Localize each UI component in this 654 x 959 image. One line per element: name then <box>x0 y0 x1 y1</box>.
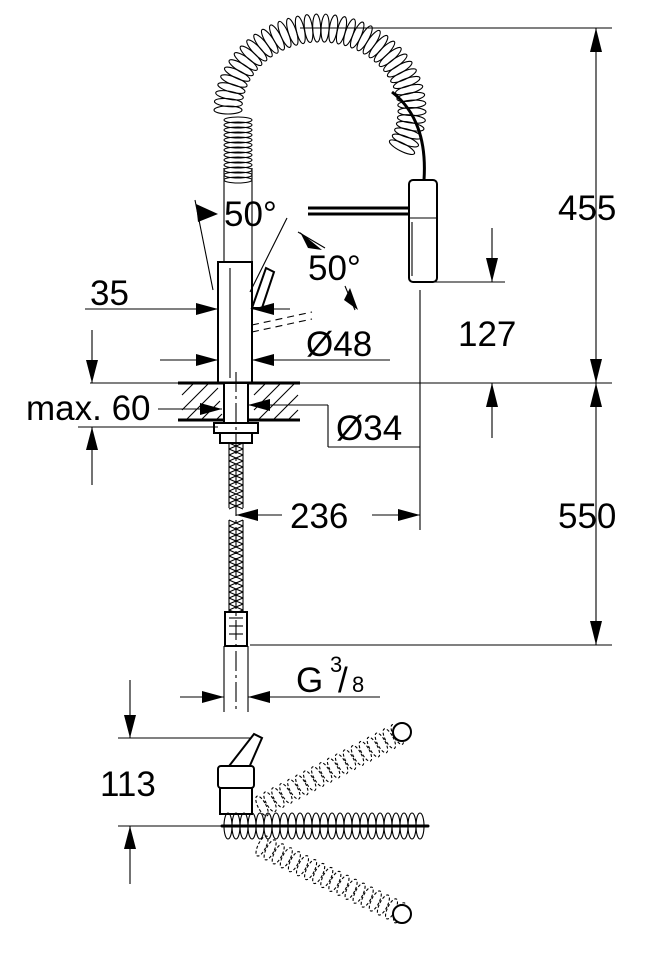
label-angle-top: 50° <box>224 195 277 234</box>
plan-arm-loop <box>342 749 357 771</box>
spring-loop <box>223 161 253 169</box>
plan-view <box>118 680 430 924</box>
right-dimension-lines <box>90 27 612 646</box>
spring-coil <box>213 13 427 184</box>
plan-arm-head <box>392 904 412 924</box>
label-236: 236 <box>290 497 348 536</box>
spring-loop <box>223 136 253 144</box>
label-thread-slash: / <box>338 661 348 700</box>
plan-arm-loop <box>350 745 365 766</box>
plan-coil-loop <box>415 812 425 840</box>
plan-arm-loop <box>295 774 309 796</box>
label-diameter-48: Ø48 <box>306 325 372 364</box>
braid-cross <box>228 484 244 492</box>
plan-arm-head <box>392 722 412 742</box>
plan-arm-loop <box>326 757 341 779</box>
plan-arm-loop <box>255 835 269 857</box>
label-max-60: max. 60 <box>26 389 151 428</box>
spring-loop <box>223 146 253 154</box>
plan-arm-loop <box>382 728 397 750</box>
plan-arm-loop <box>366 736 381 758</box>
spring-loop <box>223 126 253 134</box>
label-35: 35 <box>90 274 129 313</box>
spring-loop <box>286 17 299 46</box>
plan-arm-loop <box>279 782 293 804</box>
plan-arm-loop <box>374 732 389 754</box>
spring-loop <box>223 156 253 164</box>
faucet-body <box>178 168 438 712</box>
label-127: 127 <box>458 315 516 354</box>
plan-arm-loop <box>279 847 293 869</box>
dim-thread <box>180 646 380 712</box>
spring-loop <box>343 18 356 47</box>
dim-diameter-34 <box>248 399 420 448</box>
spring-loop <box>223 131 253 139</box>
spring-loop <box>388 139 416 156</box>
label-113: 113 <box>100 765 156 804</box>
plan-arm-loop <box>352 882 366 904</box>
dim-35 <box>85 303 290 315</box>
label-thread-g: G <box>296 661 323 700</box>
plan-arm-loop <box>310 766 325 788</box>
plan-arm-loop <box>320 866 334 889</box>
label-550: 550 <box>558 497 616 536</box>
braid-cross <box>228 460 244 468</box>
plan-arm-loop <box>304 859 318 881</box>
spring-loop <box>215 90 244 101</box>
spring-loop <box>223 141 253 149</box>
spring-loop <box>397 99 427 109</box>
plan-arm-loop <box>334 753 349 775</box>
dim-diameter-48 <box>160 354 390 366</box>
plan-arm-loop <box>360 886 374 908</box>
plan-arm-loop <box>336 874 350 896</box>
plan-arm-upper <box>255 722 412 817</box>
dim-max-60 <box>78 330 222 485</box>
plan-arm-loop <box>255 795 269 817</box>
spring-loop <box>223 151 253 159</box>
plan-arm-loop <box>376 894 390 916</box>
hose-curve <box>391 90 426 181</box>
spring-loop <box>213 97 243 108</box>
plan-arm-lower <box>255 835 412 924</box>
plan-arm-loop <box>328 870 342 892</box>
plan-arm-loop <box>358 740 373 762</box>
plan-arm-loop <box>271 787 285 809</box>
plan-arm-loop <box>271 843 285 865</box>
plan-arm-loop <box>312 862 326 885</box>
plan-arm-loop <box>287 851 301 873</box>
spring-loop <box>223 116 253 124</box>
plan-arm-loop <box>368 890 382 912</box>
spring-loop <box>217 82 246 95</box>
label-thread-num: 3 <box>330 652 342 677</box>
spring-loop <box>223 121 253 129</box>
plan-arm-loop <box>287 778 301 800</box>
spring-loop <box>396 91 426 102</box>
spring-loop <box>392 75 421 90</box>
plan-arm-loop <box>318 761 333 783</box>
plan-arm-loop <box>263 839 277 861</box>
spring-loop <box>394 83 424 96</box>
spring-loop <box>239 45 263 67</box>
plan-arm-loop <box>302 770 317 792</box>
spring-loop <box>213 105 243 115</box>
angle-markings <box>194 199 358 311</box>
label-diameter-34: Ø34 <box>336 409 402 448</box>
plan-arm-loop <box>263 791 277 813</box>
label-thread-den: 8 <box>352 672 364 697</box>
braid-cross <box>228 490 244 498</box>
dim-236 <box>236 290 421 530</box>
spring-loop <box>378 46 402 68</box>
label-angle-lever: 50° <box>308 249 361 288</box>
label-455: 455 <box>558 189 616 228</box>
plan-arm-loop <box>344 878 358 900</box>
plan-arm-loop <box>295 855 310 877</box>
plan-spring-coil <box>220 812 430 840</box>
